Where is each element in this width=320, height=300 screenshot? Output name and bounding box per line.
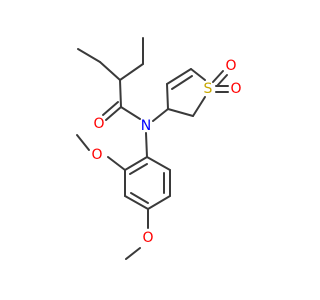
bond-nitrogen-aryl [145,132,148,158]
bonds [76,37,229,260]
bond-carbonyl-double-a [105,106,122,121]
bond-para-oxygen-methyl [125,247,141,260]
bond-aryl-inner-2 [130,192,149,204]
bond-ring-c4-c5-double-a [166,68,192,85]
atom-sulfonyl-oxygen-top: O [225,58,236,74]
bond-ortho-oxygen-methyl [76,134,90,151]
atom-amide-oxygen: O [93,116,104,132]
bond-ring-c4-c5-double-b [171,75,193,90]
atom-ring-sulfur: S [204,81,213,97]
background [0,0,300,300]
bond-aryl-c4-c5 [147,195,171,210]
bond-carbonyl-nitrogen [120,106,141,120]
atom-methoxy-oxygen-para: O [142,230,153,246]
bond-carbonyl-double-b [102,101,119,116]
atom-amide-nitrogen: N [141,118,151,134]
bond-sulfonyl-top-b [216,74,228,87]
bond-ring-c2-c3 [167,108,194,117]
atom-labels: O N S O O O O [91,58,241,246]
bond-aryl-inner-1 [129,163,148,175]
bond-ring-c3-c4 [166,83,169,110]
bond-ring-c5-s [190,68,206,81]
atom-sulfonyl-oxygen-right: O [230,81,241,97]
bond-sulfonyl-top-a [212,70,224,83]
bond-nitrogen-ring [152,108,169,122]
bond-aryl-ortho-oxygen [107,156,126,171]
bond-aryl-c6-c1 [146,156,171,171]
bond-ethyl1-ch2 [99,61,121,81]
bond-ch-carbonyl [119,79,122,108]
bond-ethyl1-ch3 [77,48,101,63]
bond-aryl-c1-c2 [124,156,148,171]
bond-ethyl2-ch2 [119,63,144,81]
atom-methoxy-oxygen-ortho: O [91,147,102,163]
bond-ring-s-c2 [192,96,206,117]
bond-aryl-c3-c4 [124,195,149,210]
molecule-canvas: O N S O O O O [0,0,300,300]
structure-diagram: O N S O O O O [0,0,300,300]
